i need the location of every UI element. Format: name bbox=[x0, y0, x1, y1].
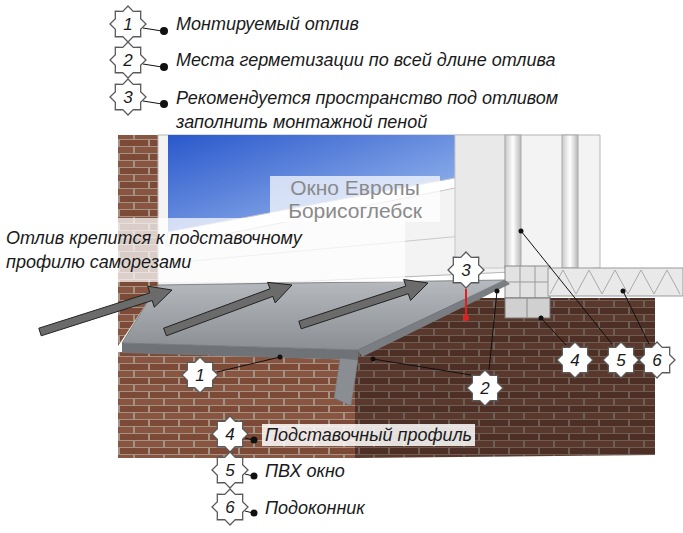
callout-number: 1 bbox=[195, 367, 204, 384]
window-sill bbox=[548, 268, 683, 296]
callout-badge: 6 bbox=[211, 488, 249, 526]
drip-end-cap bbox=[334, 358, 358, 406]
legend-text: ПВХ окно bbox=[262, 460, 348, 482]
leader-line bbox=[373, 359, 471, 375]
star-shape bbox=[467, 370, 503, 406]
leader-dot bbox=[539, 316, 544, 321]
callout-number: 4 bbox=[570, 352, 579, 369]
callout-number: 2 bbox=[480, 380, 489, 397]
leader-dot bbox=[371, 357, 376, 362]
callout-number: 4 bbox=[225, 426, 234, 443]
sill-ribs bbox=[550, 270, 680, 294]
leader-lines bbox=[143, 28, 649, 513]
callout-badge: 2 bbox=[109, 41, 147, 79]
leader-dot bbox=[160, 27, 168, 35]
drip-side bbox=[358, 280, 510, 357]
callout-badge: 2 bbox=[466, 369, 504, 407]
callout-badge: 5 bbox=[602, 341, 640, 379]
legend-text: Монтируемый отлив bbox=[176, 13, 359, 35]
leader-line bbox=[143, 64, 162, 67]
note-text: Отлив крепится к подставочному профилю с… bbox=[6, 226, 358, 274]
stand-chamber bbox=[527, 298, 528, 318]
callout-number: 5 bbox=[616, 352, 625, 369]
star-shape bbox=[182, 357, 218, 393]
stand-profile bbox=[505, 298, 550, 318]
profile-chamber bbox=[505, 282, 550, 283]
foam-gap-mark bbox=[463, 289, 469, 321]
callout-badge: 6 bbox=[638, 341, 676, 379]
callout-badge: 3 bbox=[109, 78, 147, 116]
leader-dot bbox=[621, 289, 626, 294]
legend-text: Рекомендуется пространство под отливом з… bbox=[176, 86, 571, 134]
star-shape bbox=[212, 452, 248, 488]
text-band bbox=[0, 218, 405, 282]
leader-dot bbox=[251, 473, 258, 480]
star-shape bbox=[212, 489, 248, 525]
leader-dot bbox=[495, 289, 500, 294]
leader-dot bbox=[160, 100, 168, 108]
callout-number: 2 bbox=[123, 52, 132, 69]
frame-column bbox=[562, 135, 578, 268]
leader-line bbox=[623, 291, 649, 344]
star-shape bbox=[110, 42, 146, 78]
star-shape bbox=[448, 252, 484, 288]
gap-line bbox=[465, 289, 467, 317]
watermark: Окно Европы Борисоглебск bbox=[270, 176, 440, 222]
leader-line bbox=[521, 231, 612, 344]
callout-number: 1 bbox=[123, 16, 132, 33]
callout-number: 6 bbox=[225, 499, 234, 516]
leader-line bbox=[489, 291, 497, 370]
star-shape bbox=[212, 416, 248, 452]
fixing-arrow bbox=[164, 282, 292, 336]
fixing-arrow bbox=[39, 286, 172, 336]
star-shape bbox=[110, 6, 146, 42]
callout-badge: 1 bbox=[109, 5, 147, 43]
legend-text: Подоконник bbox=[262, 497, 368, 519]
drip-front bbox=[122, 343, 358, 360]
window-glass bbox=[168, 135, 455, 232]
gap-dot bbox=[463, 315, 469, 321]
legend-text: Подставочный профиль bbox=[262, 424, 475, 446]
callout-badge: 4 bbox=[556, 341, 594, 379]
sill-body bbox=[548, 268, 683, 296]
leader-line bbox=[143, 101, 162, 104]
leader-line bbox=[217, 357, 280, 372]
callout-number: 6 bbox=[652, 352, 661, 369]
leader-dot bbox=[519, 229, 524, 234]
callout-badge: 5 bbox=[211, 451, 249, 489]
star-shape bbox=[639, 342, 675, 378]
fixing-arrows bbox=[39, 280, 428, 336]
callout-number: 3 bbox=[123, 89, 132, 106]
callout-number: 3 bbox=[461, 262, 470, 279]
callout-badge: 1 bbox=[181, 356, 219, 394]
leader-line bbox=[541, 318, 566, 345]
legend-text: Места герметизации по всей длине отлива bbox=[176, 49, 556, 71]
leader-dot bbox=[160, 63, 168, 71]
star-shape bbox=[110, 79, 146, 115]
star-shape bbox=[557, 342, 593, 378]
drip-sill bbox=[122, 280, 510, 406]
window-profile bbox=[505, 266, 550, 298]
callout-badge: 3 bbox=[447, 251, 485, 289]
callout-badge: 4 bbox=[211, 415, 249, 453]
leader-dots bbox=[160, 27, 626, 517]
star-shape bbox=[603, 342, 639, 378]
leader-dot bbox=[251, 510, 258, 517]
drip-top bbox=[122, 280, 505, 350]
leader-dot bbox=[251, 437, 258, 444]
leader-dot bbox=[278, 355, 283, 360]
frame-column bbox=[505, 135, 521, 268]
leader-line bbox=[143, 28, 162, 31]
callout-number: 5 bbox=[225, 462, 234, 479]
frame-side bbox=[455, 135, 505, 268]
fixing-arrow bbox=[299, 280, 428, 329]
